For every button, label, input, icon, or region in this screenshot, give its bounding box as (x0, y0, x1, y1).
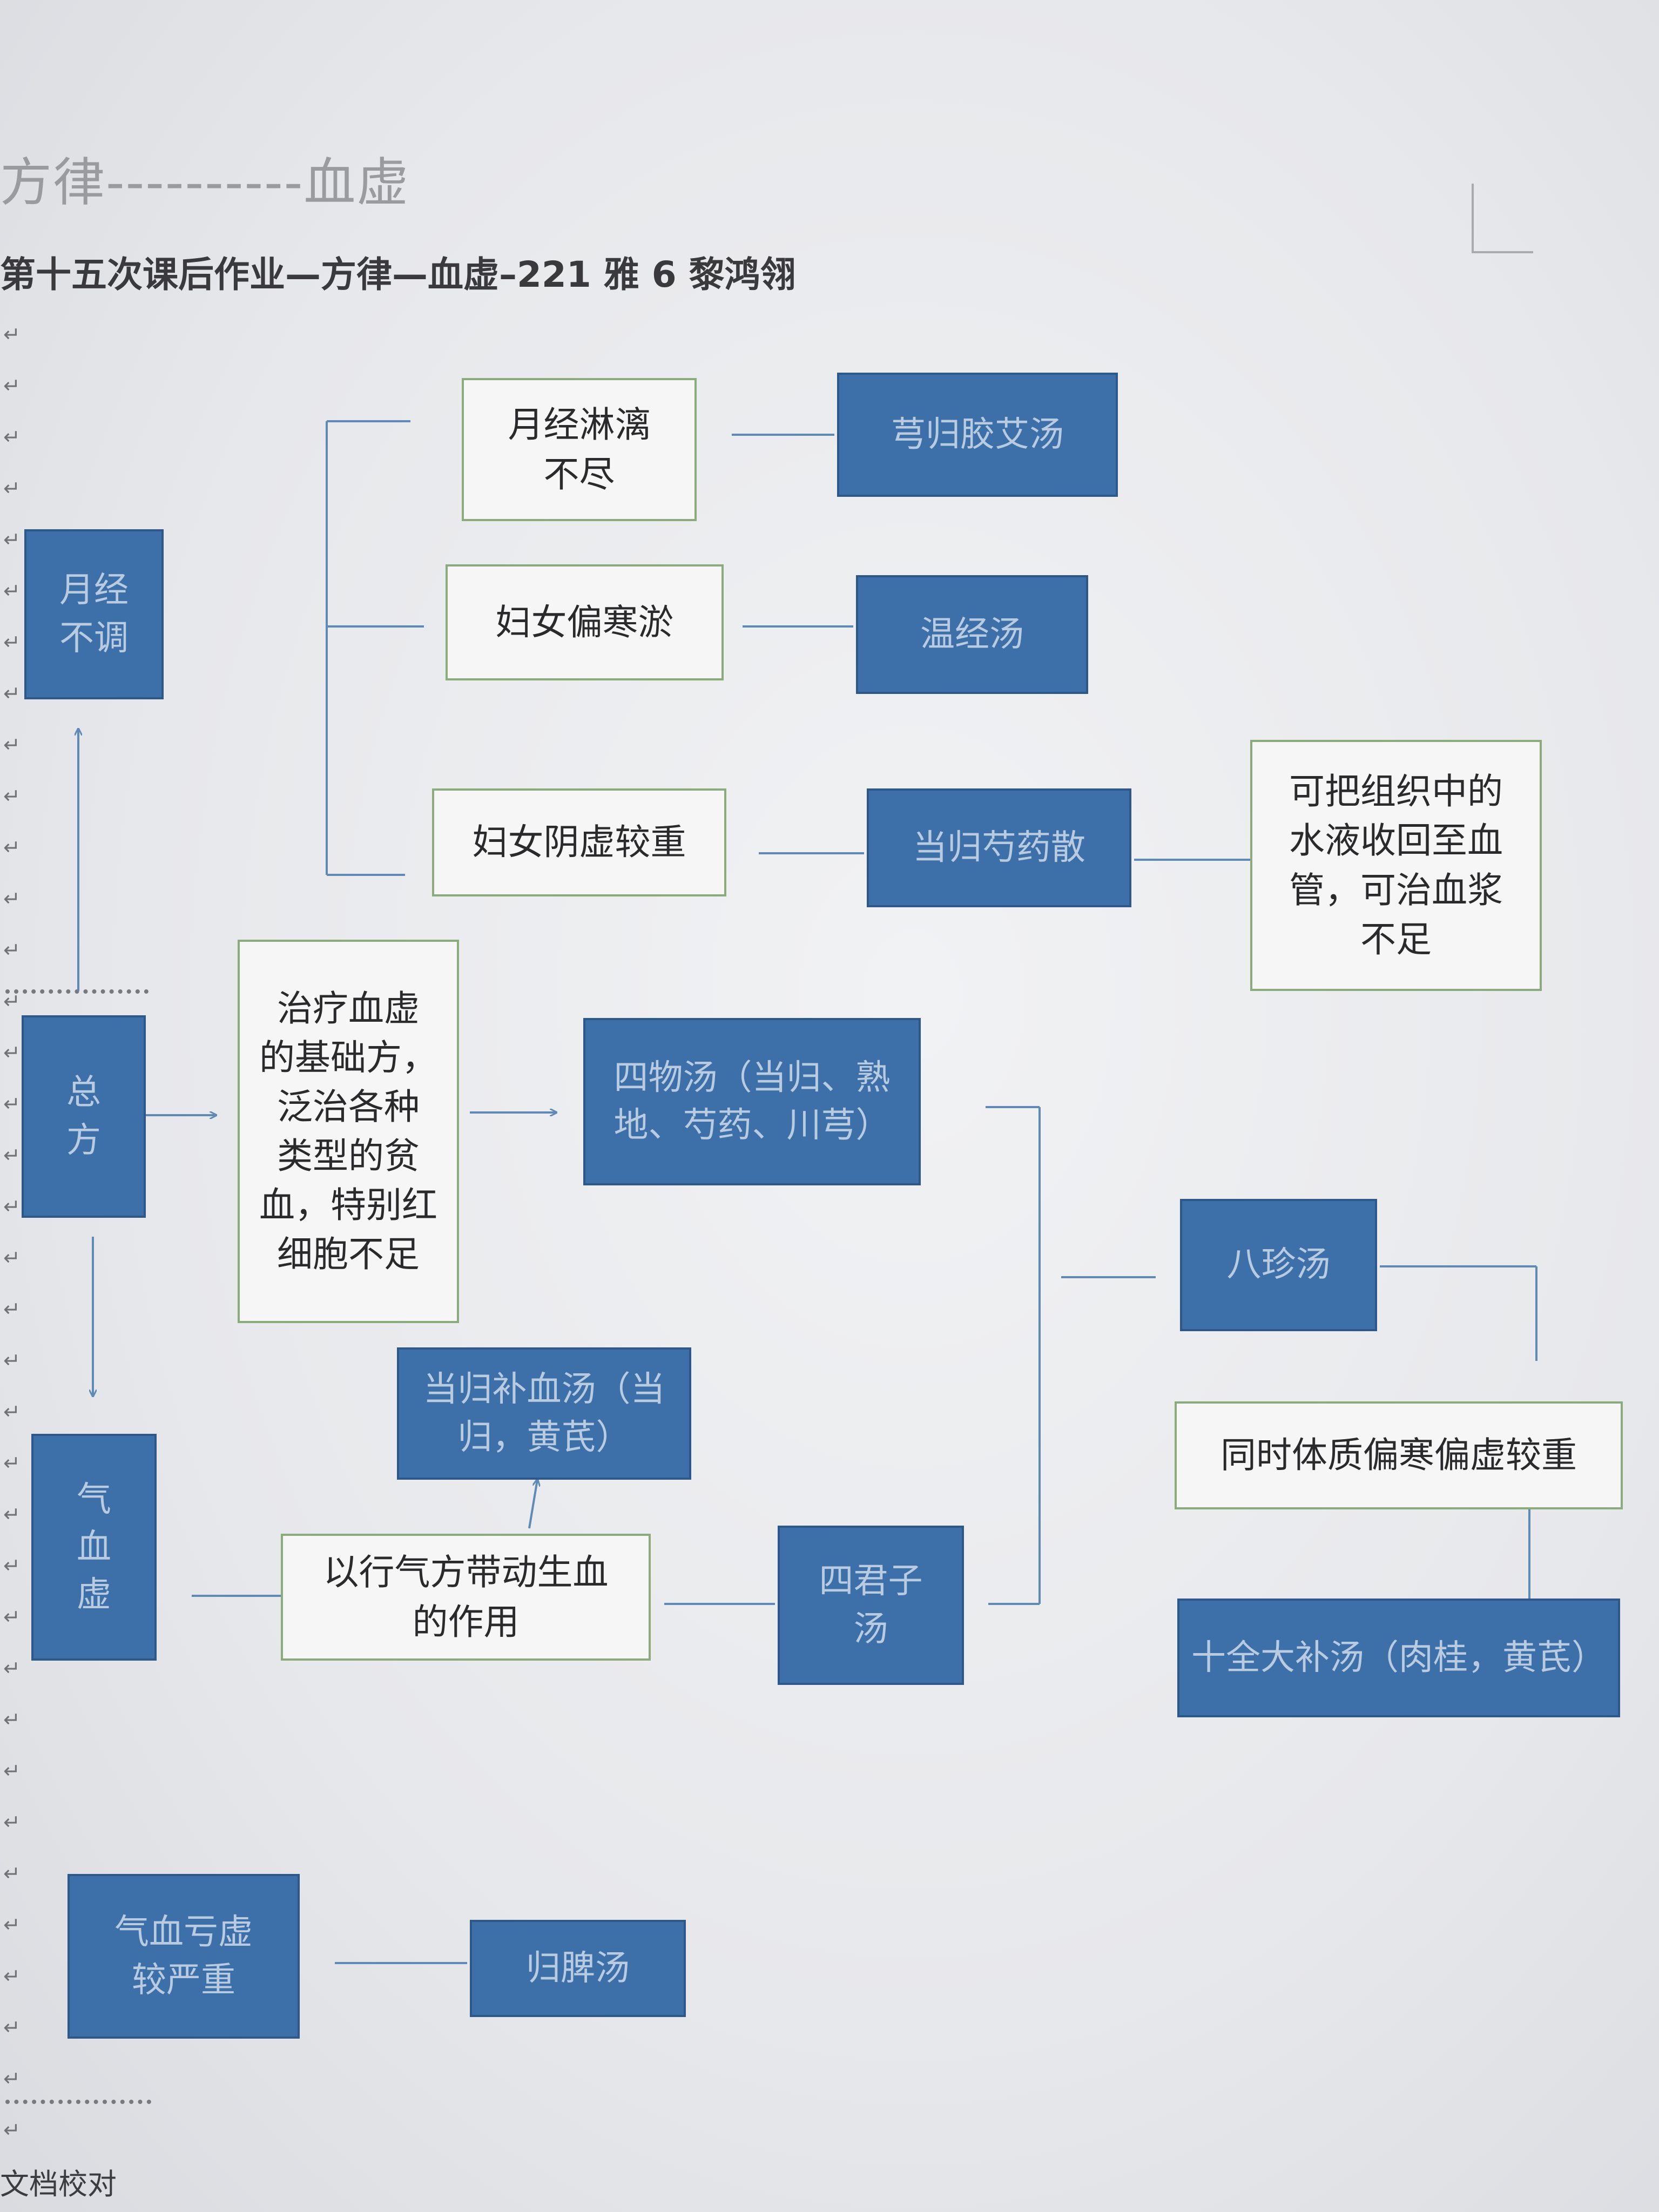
paragraph-mark: ↵ (3, 1810, 21, 1834)
paragraph-mark: ↵ (3, 579, 21, 603)
paragraph-mark: ↵ (3, 835, 21, 859)
paragraph-mark: ↵ (3, 1656, 21, 1680)
paragraph-mark: ↵ (3, 1862, 21, 1885)
paragraph-mark: ↵ (3, 1913, 21, 1937)
paragraph-mark: ↵ (3, 1964, 21, 1988)
formula-shi-quan-da-bu: 十全大补汤（肉桂，黄芪） (1177, 1599, 1620, 1717)
paragraph-mark: ↵ (3, 1400, 21, 1424)
note-cold-stagnation: 妇女偏寒淤 (446, 564, 724, 680)
node-severe-qi-blood-deficiency: 气血亏虚 较严重 (68, 1874, 300, 2039)
paragraph-mark: ↵ (3, 1708, 21, 1731)
paragraph-mark: ↵ (3, 1092, 21, 1116)
paragraph-mark: ↵ (3, 1143, 21, 1167)
formula-xiong-gui-jiao-ai: 芎归胶艾汤 (837, 373, 1118, 497)
assignment-subtitle: 第十五次课后作业—方律—血虚–221 雅 6 黎鸿翎 (0, 254, 796, 295)
page-corner-mark (1472, 184, 1533, 253)
paragraph-mark: ↵ (3, 989, 21, 1013)
note-yin-deficiency: 妇女阴虚较重 (432, 788, 726, 896)
paragraph-mark: ↵ (3, 733, 21, 757)
paragraph-mark: ↵ (3, 1348, 21, 1372)
formula-gui-pi: 归脾汤 (470, 1920, 686, 2017)
formula-si-jun-zi: 四君子 汤 (778, 1526, 964, 1685)
note-cold-deficient-constitution: 同时体质偏寒偏虚较重 (1175, 1401, 1623, 1509)
paragraph-mark: ↵ (3, 1605, 21, 1629)
note-prolonged-menstruation: 月经淋漓 不尽 (462, 378, 697, 521)
arrow (528, 1480, 537, 1529)
dotted-separator (5, 2100, 151, 2104)
paragraph-mark: ↵ (3, 1195, 21, 1218)
paragraph-mark: ↵ (3, 2067, 21, 2090)
paragraph-mark: ↵ (3, 784, 21, 808)
paragraph-mark: ↵ (3, 887, 21, 911)
formula-ba-zhen: 八珍汤 (1180, 1199, 1377, 1331)
note-base-formula: 治疗血虚 的基础方， 泛治各种 类型的贫 血，特别红 细胞不足 (238, 940, 459, 1323)
paragraph-mark: ↵ (3, 1759, 21, 1783)
paragraph-mark: ↵ (3, 476, 21, 500)
paragraph-mark: ↵ (3, 322, 21, 346)
paragraph-mark: ↵ (3, 2118, 21, 2142)
note-fluid-return: 可把组织中的 水液收回至血 管，可治血浆 不足 (1250, 740, 1542, 991)
paragraph-mark: ↵ (3, 938, 21, 962)
formula-dang-gui-bu-xue: 当归补血汤（当 归，黄芪） (397, 1347, 691, 1480)
node-general-formula: 总 方 (22, 1015, 146, 1218)
paragraph-mark: ↵ (3, 2015, 21, 2039)
paragraph-mark: ↵ (3, 682, 21, 705)
paragraph-mark: ↵ (3, 630, 21, 654)
paragraph-mark: ↵ (3, 425, 21, 449)
formula-si-wu: 四物汤（当归、熟 地、芍药、川芎） (583, 1018, 921, 1185)
node-qi-blood-deficiency: 气 血 虚 (31, 1434, 157, 1661)
node-irregular-menstruation: 月经 不调 (24, 529, 164, 699)
paragraph-mark: ↵ (3, 1554, 21, 1577)
paragraph-mark: ↵ (3, 1041, 21, 1064)
paragraph-mark: ↵ (3, 1246, 21, 1270)
paragraph-mark: ↵ (3, 374, 21, 397)
paragraph-mark: ↵ (3, 1502, 21, 1526)
page-title: 方律----------血虚 (0, 152, 410, 213)
formula-dang-gui-shao-yao: 当归芍药散 (867, 788, 1131, 907)
status-bar-proofreading[interactable]: 文档校对 (0, 2167, 117, 2201)
note-qi-promotes-blood: 以行气方带动生血 的作用 (281, 1534, 651, 1661)
paragraph-mark: ↵ (3, 1297, 21, 1321)
paragraph-mark: ↵ (3, 1451, 21, 1475)
paragraph-mark: ↵ (3, 528, 21, 551)
formula-wen-jing: 温经汤 (856, 575, 1088, 694)
dotted-separator (5, 989, 149, 994)
